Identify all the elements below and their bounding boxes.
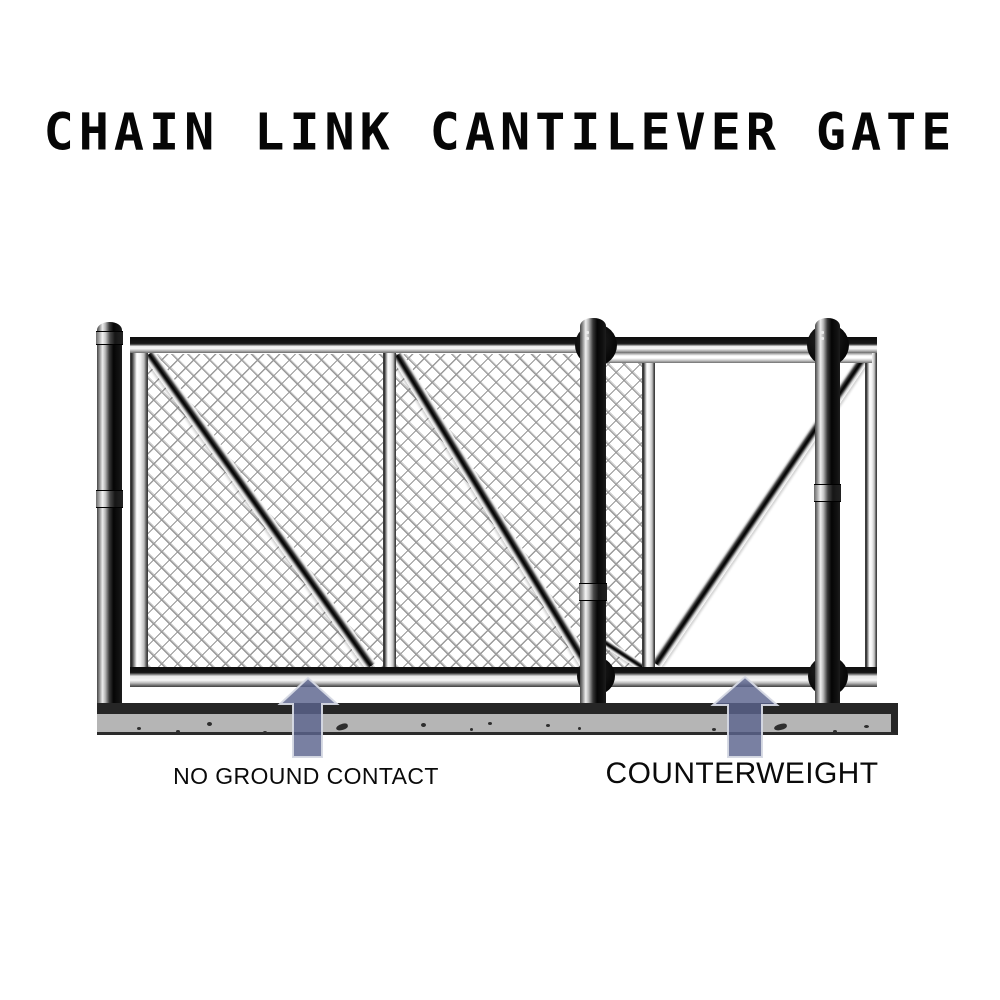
counterweight-inner-rail: [606, 352, 872, 363]
gate-frame-left-edge: [130, 337, 148, 687]
bolt-dot: [821, 331, 824, 334]
mesh-strip-right: [606, 363, 642, 667]
counterweight-left-member: [642, 353, 655, 667]
roller-post-middle: [580, 318, 606, 706]
page-title: CHAIN LINK CANTILEVER GATE: [43, 102, 957, 162]
gate-frame-right-end: [865, 337, 877, 687]
post-collar: [814, 484, 841, 502]
ground-speckle: [864, 725, 869, 728]
gate-top-rail: [130, 337, 877, 353]
ground-speckle: [470, 728, 473, 731]
no-ground-contact-label: NO GROUND CONTACT: [173, 763, 439, 789]
post-collar: [579, 583, 607, 601]
roller-post-right: [815, 318, 840, 706]
counterweight-label: COUNTERWEIGHT: [605, 757, 879, 790]
bolt-dot: [821, 337, 824, 340]
gate-bottom-rail: [130, 667, 877, 687]
ground-speckle: [712, 728, 716, 731]
ground-speckle: [833, 730, 837, 733]
ground-speckle: [578, 727, 581, 730]
ground-speckle: [176, 730, 180, 733]
ground-speckle: [207, 722, 212, 726]
ground-speckle: [263, 731, 267, 734]
ground-speckle: [421, 723, 426, 727]
post-collar: [96, 331, 123, 345]
bolt-dot: [586, 337, 589, 340]
gate-frame-divider: [383, 353, 396, 667]
ground-speckle: [488, 722, 492, 725]
ground-speckle: [137, 727, 141, 730]
post-collar: [96, 490, 123, 508]
bolt-dot: [586, 331, 589, 334]
guide-post-left: [97, 322, 122, 714]
ground-speckle: [546, 724, 550, 727]
